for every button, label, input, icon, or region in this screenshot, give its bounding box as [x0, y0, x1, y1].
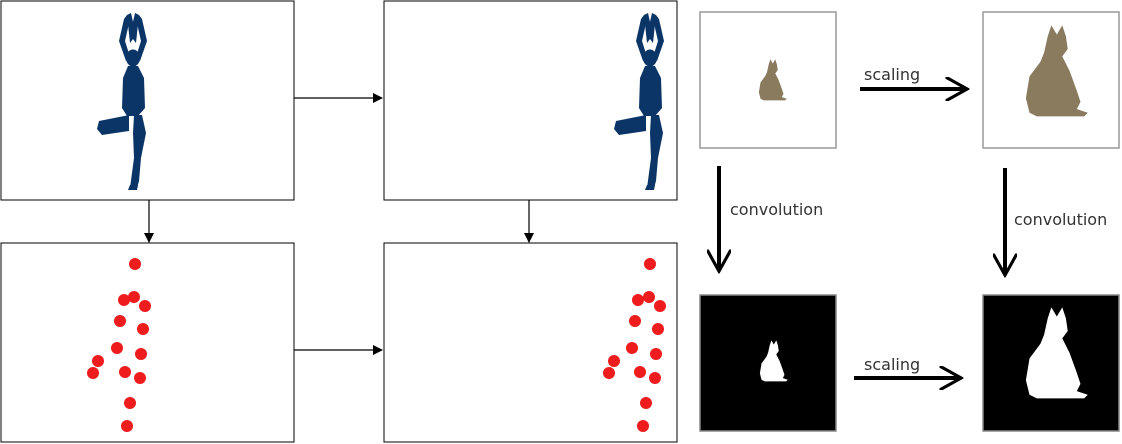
keypoint-dot	[629, 315, 641, 327]
keypoint-dot	[118, 294, 130, 306]
keypoint-dot	[111, 342, 123, 354]
keypoint-dot	[644, 258, 656, 270]
scaling-label-bottom: scaling	[864, 355, 920, 374]
scaling-label-top: scaling	[864, 65, 920, 84]
keypoints-frame-original	[0, 242, 295, 443]
keypoint-dot	[643, 291, 655, 303]
keypoint-dot	[637, 420, 649, 432]
keypoint-dot	[652, 323, 664, 335]
keypoint-dot	[134, 372, 146, 384]
keypoint-dot	[634, 366, 646, 378]
keypoints-frame-shifted	[383, 242, 678, 443]
keypoint-dot	[640, 397, 652, 409]
keypoint-dot	[137, 323, 149, 335]
keypoint-dot	[87, 367, 99, 379]
pose-frame-original	[0, 0, 295, 201]
keypoint-dot	[608, 355, 620, 367]
keypoints-group-original	[87, 258, 151, 432]
pose-frame-shifted	[383, 0, 678, 201]
keypoint-dot	[654, 300, 666, 312]
keypoints-group-shifted	[603, 258, 666, 432]
keypoint-dot	[650, 348, 662, 360]
keypoint-dot	[626, 342, 638, 354]
keypoint-dot	[119, 366, 131, 378]
keypoint-dot	[124, 397, 136, 409]
convolution-label-left: convolution	[730, 200, 823, 219]
keypoint-dot	[129, 258, 141, 270]
keypoint-dot	[139, 300, 151, 312]
keypoint-dot	[92, 355, 104, 367]
convolution-label-right: convolution	[1014, 210, 1107, 229]
keypoint-dot	[649, 372, 661, 384]
keypoint-dot	[121, 420, 133, 432]
keypoint-dot	[114, 315, 126, 327]
keypoint-dot	[632, 294, 644, 306]
keypoint-dot	[603, 367, 615, 379]
keypoint-dot	[135, 348, 147, 360]
keypoint-dot	[128, 291, 140, 303]
